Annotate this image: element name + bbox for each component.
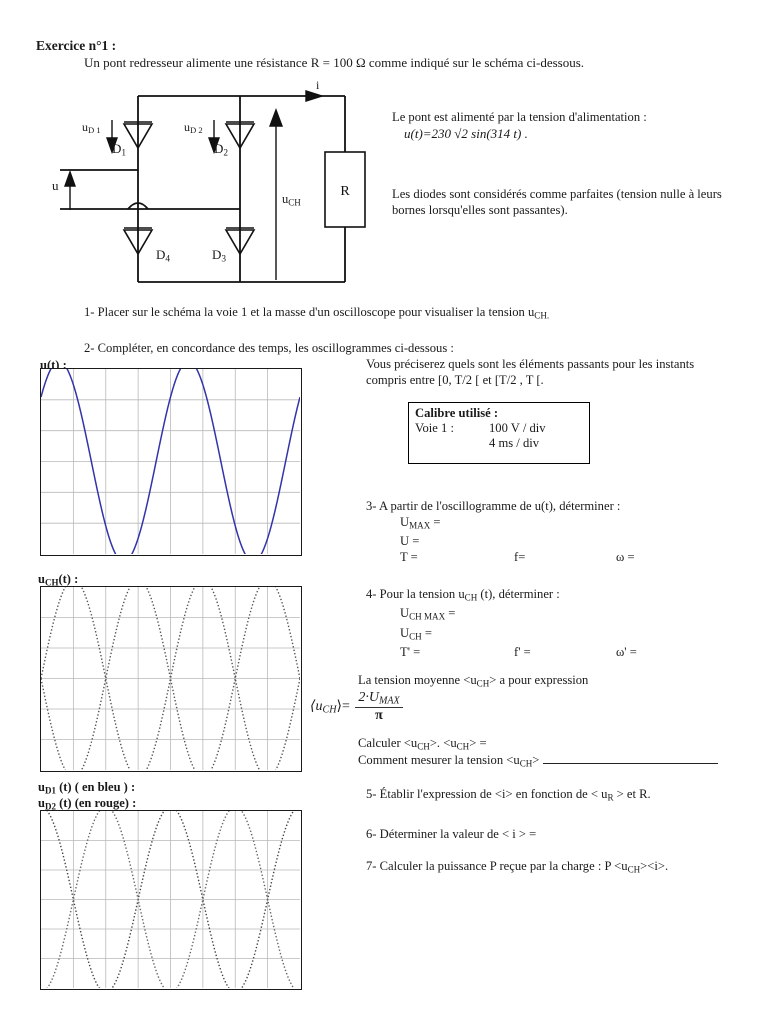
- page-title: Exercice n°1 :: [36, 38, 117, 53]
- diode-4-label: D4: [156, 247, 171, 265]
- diode-3-label: D3: [212, 247, 227, 265]
- bridge-rectifier-circuit: R: [52, 78, 390, 297]
- question-4-period-row: T' = f' = ω' =: [366, 644, 736, 660]
- current-label: i: [316, 78, 320, 92]
- calibre-row-time: 4 ms / div: [415, 436, 583, 451]
- question-4-uch: UCH =: [400, 625, 432, 641]
- svg-text:R: R: [340, 184, 350, 199]
- question-2-note: Vous préciserez quels sont les éléments …: [366, 357, 695, 387]
- calibre-time-per-div: 4 ms / div: [489, 436, 540, 450]
- question-3-heading: 3- A partir de l'oscillogramme de u(t), …: [366, 499, 621, 513]
- question-4-T: T' =: [400, 644, 421, 659]
- question-4-heading: 4- Pour la tension uCH (t), déterminer :: [366, 587, 560, 603]
- question-3-umax: UMAX =: [400, 515, 441, 531]
- average-voltage-measure: Comment mesurer la tension <uCH>: [358, 752, 718, 768]
- diode-2-label: D2: [214, 141, 229, 159]
- fraction-denominator: π: [375, 707, 383, 723]
- calibre-spacer: [415, 436, 489, 451]
- question-3: 3- A partir de l'oscillogramme de u(t), …: [366, 498, 736, 565]
- graph-3-label-d1: uD1 (t) ( en bleu ) :: [38, 780, 136, 796]
- oscillogram-u: [40, 368, 302, 556]
- diode-1-label: D1: [112, 141, 127, 159]
- question-3-u: U =: [400, 534, 420, 549]
- question-2: 2- Compléter, en concordance des temps, …: [84, 341, 454, 355]
- supply-description-line1: Le pont est alimenté par la tension d'al…: [392, 110, 647, 124]
- question-6: 6- Déterminer la valeur de < i > =: [366, 827, 537, 841]
- question-3-omega: ω =: [616, 550, 635, 565]
- question-4-f: f' =: [514, 644, 531, 659]
- average-voltage-fraction: 2·UMAX π: [355, 690, 403, 724]
- question-4-omega: ω' =: [616, 644, 637, 659]
- graph-2-label: uCH(t) :: [38, 572, 79, 588]
- question-4-uchmax: UCH MAX =: [400, 606, 456, 622]
- u-d2-label: uD 2: [184, 120, 203, 136]
- question-4: 4- Pour la tension uCH (t), déterminer :…: [366, 586, 736, 660]
- average-voltage-intro: La tension moyenne <uCH> a pour expressi…: [358, 673, 589, 689]
- calibre-volts-per-div: 100 V / div: [489, 421, 546, 435]
- answer-blank-line[interactable]: [542, 752, 718, 764]
- question-3-T: T =: [400, 550, 418, 565]
- calibre-box: Calibre utilisé : Voie 1 : 100 V / div 4…: [408, 402, 590, 464]
- u-ch-label: uCH: [282, 192, 301, 208]
- average-voltage-formula: ⟨uCH⟩= 2·UMAX π: [310, 690, 405, 724]
- source-voltage-label: u: [52, 178, 59, 193]
- diode-assumption-text: Les diodes sont considérés comme parfait…: [392, 187, 722, 217]
- question-1: 1- Placer sur le schéma la voie 1 et la …: [84, 305, 550, 321]
- question-5: 5- Établir l'expression de <i> en foncti…: [366, 787, 651, 803]
- average-voltage-calc: Calculer <uCH>. <uCH> =: [358, 736, 487, 752]
- intro-text: Un pont redresseur alimente une résistan…: [84, 55, 585, 70]
- question-7: 7- Calculer la puissance P reçue par la …: [366, 859, 669, 875]
- question-3-period-row: T = f= ω =: [366, 549, 736, 565]
- supply-formula: u(t)=230 √2 sin(314 t) .: [404, 126, 528, 141]
- fraction-numerator: 2·UMAX: [355, 690, 403, 708]
- calibre-channel-label: Voie 1 :: [415, 421, 454, 435]
- oscillogram-uch: [40, 586, 302, 772]
- calibre-row-volts: Voie 1 : 100 V / div: [415, 421, 583, 436]
- oscillogram-diodes: [40, 810, 302, 990]
- u-d1-label: uD 1: [82, 120, 101, 136]
- question-3-f: f=: [514, 550, 526, 565]
- graph-3-label-d2: uD2 (t) (en rouge) :: [38, 796, 137, 812]
- calibre-title: Calibre utilisé :: [415, 406, 499, 420]
